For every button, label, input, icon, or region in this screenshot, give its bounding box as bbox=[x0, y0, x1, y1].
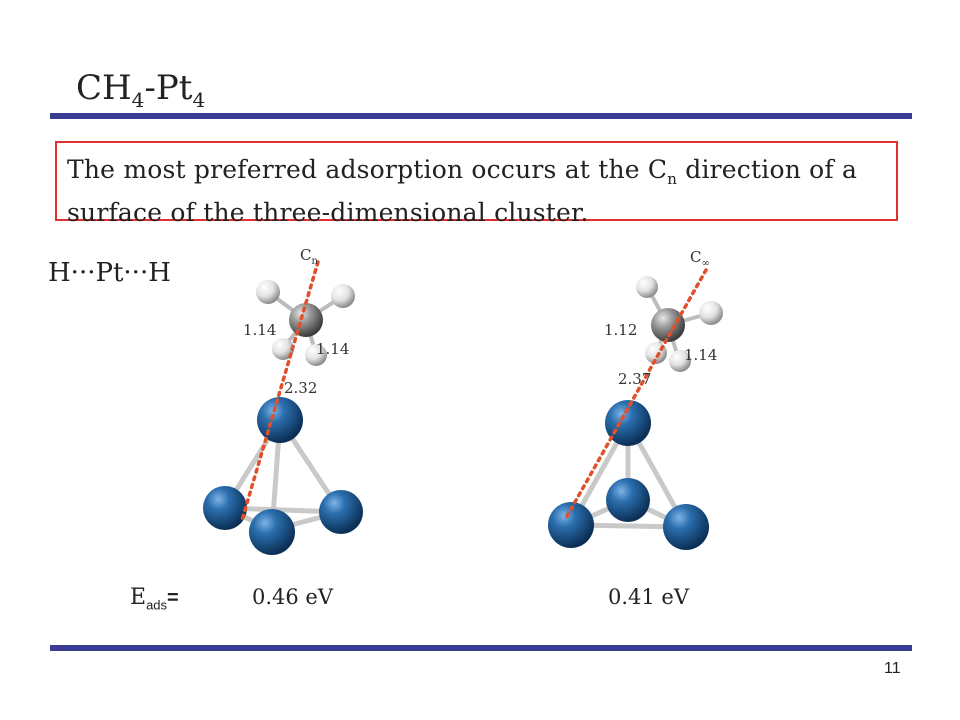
pt-atom bbox=[319, 490, 363, 534]
bond-length-label: 2.32 bbox=[284, 379, 317, 397]
cinf-axis-line bbox=[564, 268, 708, 520]
bottom-divider bbox=[50, 645, 912, 651]
h-atom bbox=[272, 338, 294, 360]
bond-length-label: 1.14 bbox=[316, 340, 349, 358]
pt-atom bbox=[548, 502, 594, 548]
h-atom bbox=[305, 344, 327, 366]
bond-length-label: 1.12 bbox=[604, 321, 637, 339]
adsorption-energy-label: Eads= bbox=[130, 585, 179, 613]
c-atom bbox=[289, 303, 323, 337]
h-atom bbox=[256, 280, 280, 304]
pt-atom bbox=[257, 397, 303, 443]
pt-atom bbox=[605, 400, 651, 446]
bond-length-label: 1.14 bbox=[684, 346, 717, 364]
pt-atom bbox=[606, 478, 650, 522]
cn-axis-line bbox=[240, 260, 320, 522]
axis-label-cn: Cn bbox=[300, 246, 318, 267]
axis-label-cinf: C∞ bbox=[690, 248, 710, 269]
top-divider bbox=[50, 113, 912, 119]
h-atom bbox=[331, 284, 355, 308]
summary-callout: The most preferred adsorption occurs at … bbox=[55, 141, 898, 227]
h-atom bbox=[636, 276, 658, 298]
pt-atom bbox=[663, 504, 709, 550]
interaction-label: H···Pt···H bbox=[48, 258, 171, 288]
h-atom bbox=[669, 350, 691, 372]
bond-length-label: 1.14 bbox=[243, 321, 276, 339]
energy-value-cn: 0.46 eV bbox=[252, 585, 334, 609]
structure-cinf: C∞ 1.12 1.14 2.37 bbox=[548, 248, 723, 550]
energy-value-cinf: 0.41 eV bbox=[608, 585, 690, 609]
pt-atom bbox=[203, 486, 247, 530]
page-number: 11 bbox=[884, 660, 901, 677]
h-atom bbox=[699, 301, 723, 325]
structure-cn: Cn 1.14 1.14 2.32 bbox=[203, 246, 363, 555]
bond-length-label: 2.37 bbox=[618, 370, 651, 388]
page-title: CH4-Pt4 bbox=[76, 68, 206, 112]
pt-atom bbox=[249, 509, 295, 555]
c-atom bbox=[651, 308, 685, 342]
